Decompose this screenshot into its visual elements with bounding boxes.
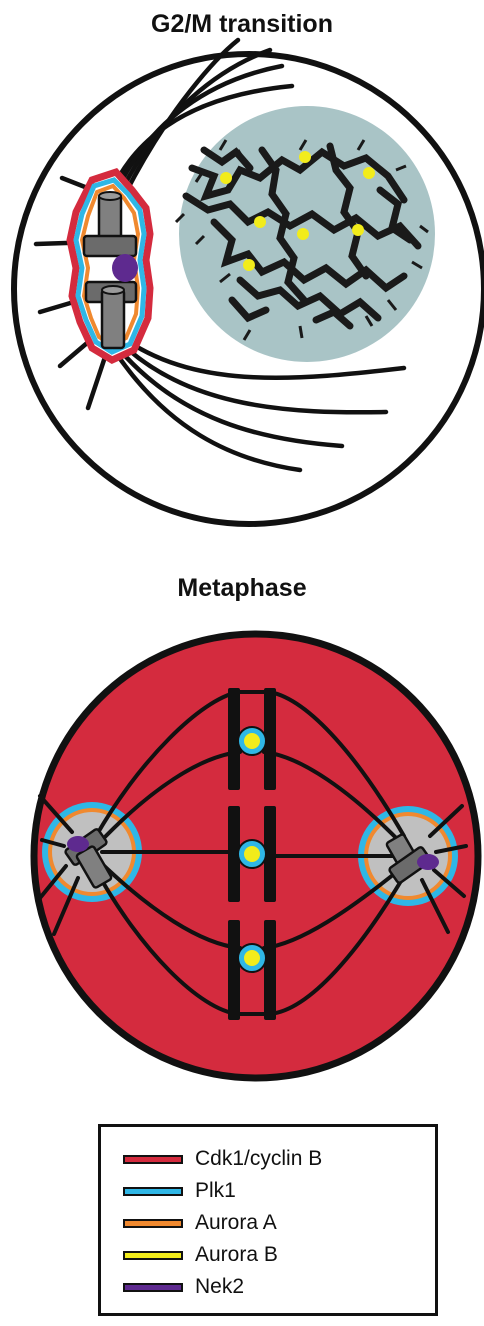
legend-label-cdk1: Cdk1/cyclin B — [195, 1147, 322, 1171]
legend: Cdk1/cyclin B Plk1 Aurora A Aurora B Nek… — [98, 1124, 438, 1316]
legend-swatch-plk1 — [123, 1187, 183, 1196]
legend-label-aurora-a: Aurora A — [195, 1211, 277, 1235]
legend-item-nek2: Nek2 — [123, 1273, 244, 1301]
legend-swatch-nek2 — [123, 1283, 183, 1292]
legend-swatch-aurora-a — [123, 1219, 183, 1228]
legend-item-aurora-b: Aurora B — [123, 1241, 278, 1269]
aurora-b-centromere — [244, 950, 260, 966]
legend-item-cdk1: Cdk1/cyclin B — [123, 1145, 322, 1173]
legend-label-aurora-b: Aurora B — [195, 1243, 278, 1267]
legend-swatch-cdk1 — [123, 1155, 183, 1164]
legend-swatch-aurora-b — [123, 1251, 183, 1260]
legend-label-nek2: Nek2 — [195, 1275, 244, 1299]
aurora-b-centromere — [244, 846, 260, 862]
right-pole-nek2 — [417, 854, 439, 870]
aurora-b-centromere — [244, 733, 260, 749]
metaphase-cell-diagram — [0, 0, 484, 1100]
legend-label-plk1: Plk1 — [195, 1179, 236, 1203]
left-pole-nek2 — [67, 836, 89, 852]
legend-item-plk1: Plk1 — [123, 1177, 236, 1205]
legend-item-aurora-a: Aurora A — [123, 1209, 277, 1237]
